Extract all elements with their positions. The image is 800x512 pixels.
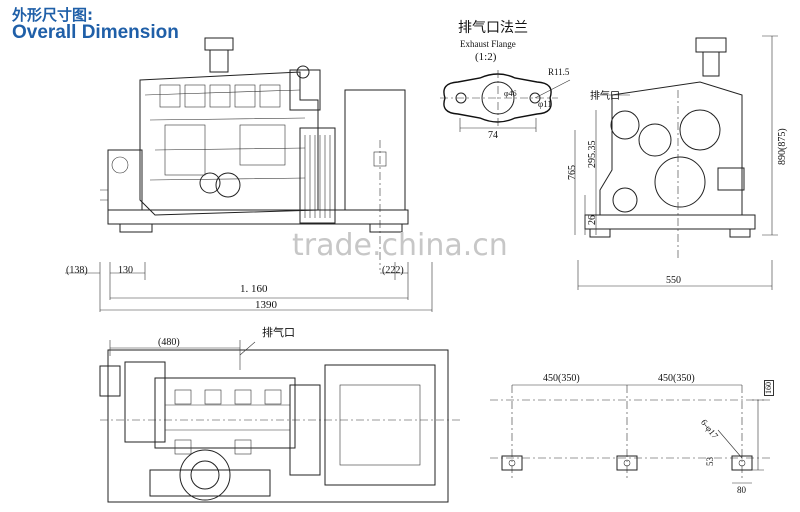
flange-title-cn: 排气口法兰 xyxy=(458,21,528,36)
flange-dim-d: φ11 xyxy=(538,99,552,109)
flange-title-en: Exhaust Flange xyxy=(460,39,516,49)
flange-dim-width: 74 xyxy=(488,130,498,141)
dim-222: (222) xyxy=(382,265,404,276)
front-view-engine xyxy=(65,37,433,312)
top-view-engine xyxy=(99,340,460,503)
dim-26: 26 xyxy=(587,215,598,225)
dim-450-right: 450(350) xyxy=(658,373,695,384)
dim-890: 890(875) xyxy=(777,128,788,165)
exhaust-flange-drawing xyxy=(440,70,571,132)
base-hole-layout xyxy=(490,384,770,484)
flange-scale: (1:2) xyxy=(475,51,497,63)
dim-160: 160 xyxy=(764,380,774,396)
dim-765: 765 xyxy=(567,165,578,180)
top-exhaust-label: 排气口 xyxy=(262,327,295,339)
dim-450-left: 450(350) xyxy=(543,373,580,384)
dim-550: 550 xyxy=(666,275,681,286)
dim-53: 53 xyxy=(705,457,715,466)
flange-dim-c: φ46 xyxy=(504,89,517,98)
flange-dim-r: R11.5 xyxy=(548,67,570,77)
side-view-engine xyxy=(574,35,778,290)
dim-138: (138) xyxy=(66,265,88,276)
watermark: trade.china.cn xyxy=(292,228,508,263)
title-en: Overall Dimension xyxy=(12,22,179,43)
dim-1390: 1390 xyxy=(255,299,277,311)
title-cn: 外形尺寸图: xyxy=(12,6,93,24)
dim-295: 295.35 xyxy=(587,140,598,169)
dim-480: (480) xyxy=(158,337,180,348)
dim-130: 130 xyxy=(118,265,133,276)
dim-80: 80 xyxy=(737,485,746,495)
side-exhaust-label: 排气口 xyxy=(590,91,620,102)
dim-1160: 1. 160 xyxy=(240,283,268,295)
